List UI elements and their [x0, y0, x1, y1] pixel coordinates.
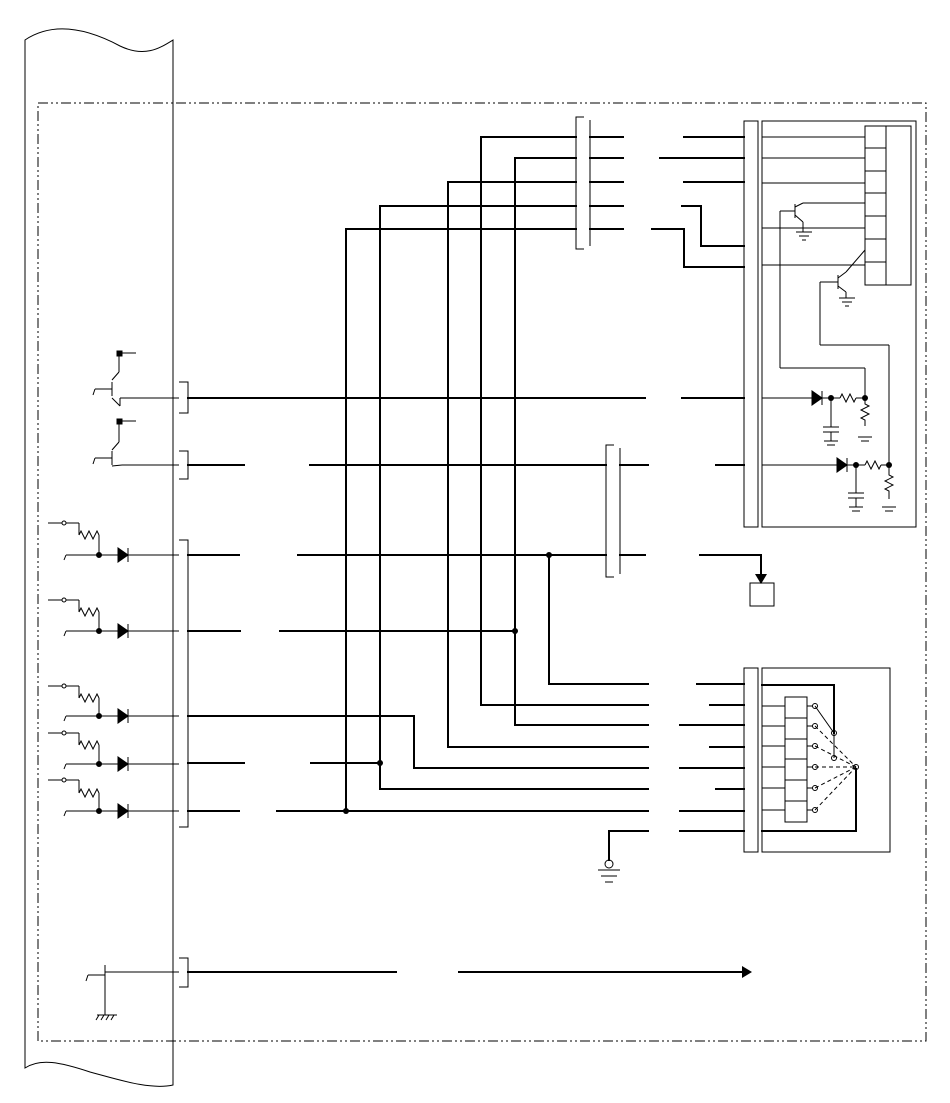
control-unit-outline	[24, 28, 174, 1087]
connector-middle	[605, 444, 621, 578]
ground-symbol	[598, 859, 620, 883]
connector-top	[575, 116, 591, 250]
ecu-transistor-3	[85, 965, 179, 1021]
wire-junctions	[343, 395, 892, 814]
ecu-input-diodes	[48, 520, 179, 819]
wiring-harness	[187, 136, 762, 973]
module-switch-right	[743, 667, 891, 853]
actuator-box	[749, 574, 775, 607]
ecu-transistor-2	[92, 418, 179, 467]
system-boundary	[37, 102, 927, 1042]
ecu-connector-brackets	[179, 381, 189, 988]
ecu-transistor-1	[92, 350, 179, 407]
switch-contacts	[761, 684, 857, 832]
output-arrow-icon	[742, 966, 752, 978]
module-top-right	[743, 120, 917, 528]
